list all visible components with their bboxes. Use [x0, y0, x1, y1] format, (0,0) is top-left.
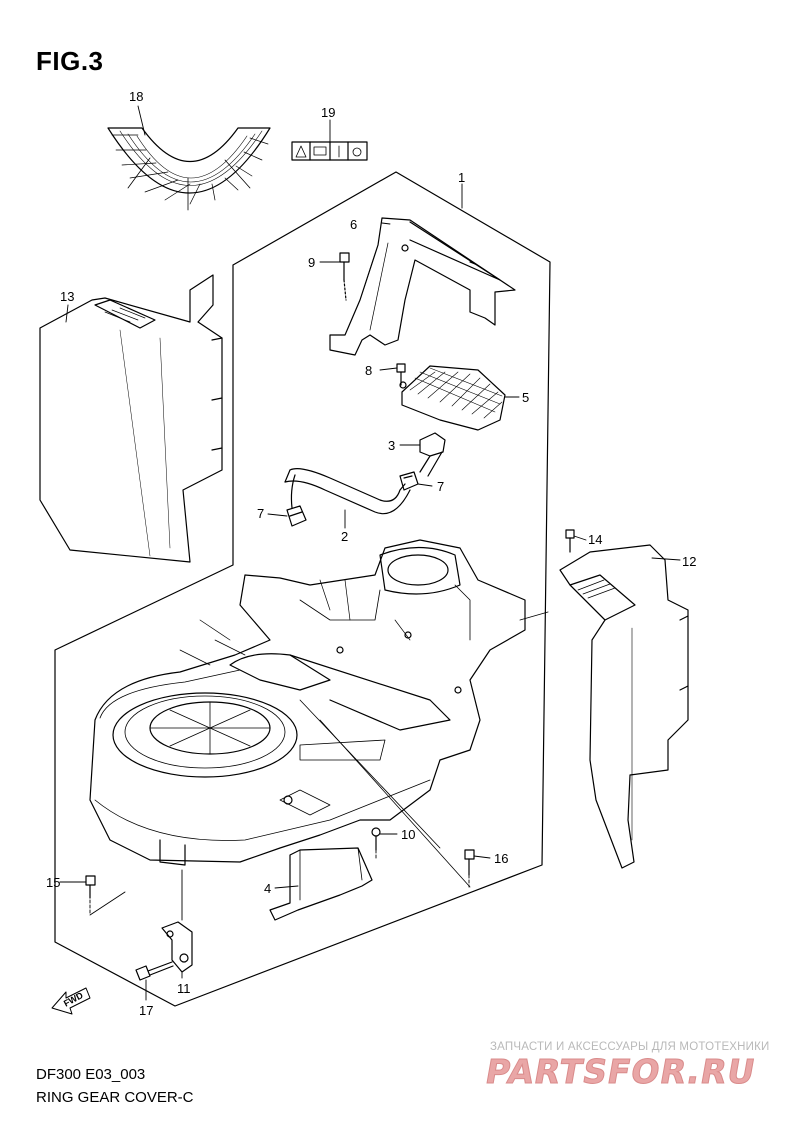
leader-lines [59, 105, 681, 1001]
part-9-bolt [339, 252, 350, 301]
callout-7-lower: 7 [257, 506, 264, 521]
callout-13: 13 [60, 289, 74, 304]
forward-arrow-icon [51, 987, 91, 1015]
callout-16: 16 [494, 851, 508, 866]
ring-gear-cover-body [89, 539, 526, 866]
assembly-outline [54, 171, 551, 1007]
callout-1: 1 [458, 170, 465, 185]
part-16-bolt [464, 849, 475, 876]
callout-4: 4 [264, 881, 271, 896]
part-11-bracket [161, 921, 193, 973]
part-2-hose [284, 468, 411, 515]
diagram-code: DF300 E03_003 [36, 1066, 146, 1083]
callout-9: 9 [308, 255, 315, 270]
part-7-clip-lower [286, 505, 307, 527]
callout-3: 3 [388, 438, 395, 453]
callout-11: 11 [177, 981, 191, 996]
callout-12: 12 [682, 554, 696, 569]
figure-title: FIG.3 [36, 46, 104, 76]
callout-2: 2 [341, 529, 348, 544]
part-6-cover-bracket [329, 217, 516, 356]
callout-6: 6 [350, 217, 357, 232]
part-5-mesh-cover [399, 365, 506, 431]
callout-19: 19 [321, 105, 335, 120]
part-15-bolt [85, 875, 96, 899]
part-4-bracket [269, 847, 373, 921]
part-14-bolt [565, 529, 575, 553]
part-13-left-cover [39, 274, 223, 563]
part-3-fitting [419, 432, 446, 477]
part-10-screw [371, 827, 381, 851]
callout-15: 15 [46, 875, 60, 890]
callout-8: 8 [365, 363, 372, 378]
diagram-name: RING GEAR COVER-C [36, 1089, 194, 1106]
callout-10: 10 [401, 827, 415, 842]
part-18-mesh-shroud [107, 127, 271, 211]
part-12-right-cover [559, 544, 689, 869]
callout-17: 17 [139, 1003, 153, 1018]
watermark-caption: ЗАПЧАСТИ И АКСЕССУАРЫ ДЛЯ МОТОТЕХНИКИ [490, 1041, 770, 1053]
part-17-bolt [135, 961, 174, 981]
watermark-logo: PARTSFOR.RU [482, 1052, 759, 1092]
callout-14: 14 [588, 532, 602, 547]
part-19-warning-label [291, 141, 368, 161]
callout-18: 18 [129, 89, 143, 104]
callout-7-upper: 7 [437, 479, 444, 494]
callout-5: 5 [522, 390, 529, 405]
